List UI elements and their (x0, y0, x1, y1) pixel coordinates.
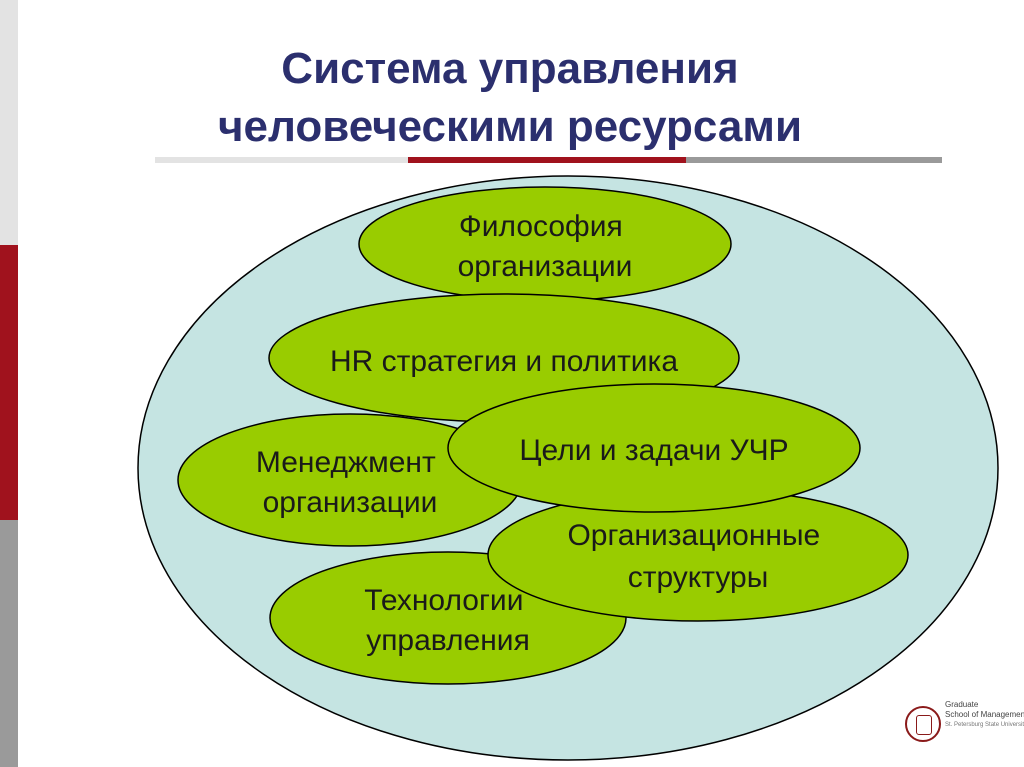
school-logo: Graduate School of Management St. Peters… (905, 700, 1024, 760)
node-management: Менеджмент организации (177, 413, 523, 547)
node-philosophy: Философия организации (358, 186, 732, 302)
university-seal-icon (905, 706, 941, 742)
node-goals-shape (447, 383, 861, 513)
node-management-text: Менеджмент организации (256, 446, 444, 519)
node-goals-line-1: Цели и задачи УЧР (519, 434, 788, 467)
left-accent-bar (0, 0, 18, 767)
logo-line-3: St. Petersburg State University (945, 722, 1024, 728)
title-line-1: Система управления (281, 44, 739, 93)
node-philosophy-text: Философия организации (458, 210, 633, 283)
title-underline-gray (686, 157, 942, 163)
logo-text: Graduate School of Management St. Peters… (945, 700, 1024, 730)
node-philosophy-shape (358, 186, 732, 302)
left-bar-gray-segment (0, 520, 18, 767)
node-hr-strategy-text: HR стратегия и политика (330, 345, 678, 378)
title-underline-red (408, 157, 686, 163)
node-goals: Цели и задачи УЧР (447, 383, 861, 513)
slide-title: Система управления человеческими ресурса… (150, 40, 870, 156)
node-hr-strategy-line-1: HR стратегия и политика (330, 345, 678, 378)
node-structures-line-1: Организационные (567, 519, 820, 552)
node-structures-text: Организационные структуры (567, 519, 828, 594)
node-structures: Организационные структуры (487, 488, 909, 622)
node-management-line-2: организации (263, 486, 438, 519)
node-philosophy-line-1: Философия (459, 210, 623, 243)
title-line-2: человеческими ресурсами (218, 102, 802, 151)
node-philosophy-line-2: организации (458, 250, 633, 283)
node-technologies-line-2: управления (366, 624, 530, 657)
left-bar-red-segment (0, 245, 18, 520)
logo-line-2: School of Management (945, 710, 1024, 719)
node-management-line-1: Менеджмент (256, 446, 436, 479)
title-underline-light (155, 157, 408, 163)
node-structures-line-2: структуры (628, 561, 769, 594)
logo-line-1: Graduate (945, 700, 979, 709)
node-technologies-line-1: Технологии (364, 584, 523, 617)
node-goals-text: Цели и задачи УЧР (519, 434, 788, 467)
node-technologies-text: Технологии управления (364, 584, 532, 657)
left-bar-light-segment (0, 0, 18, 245)
